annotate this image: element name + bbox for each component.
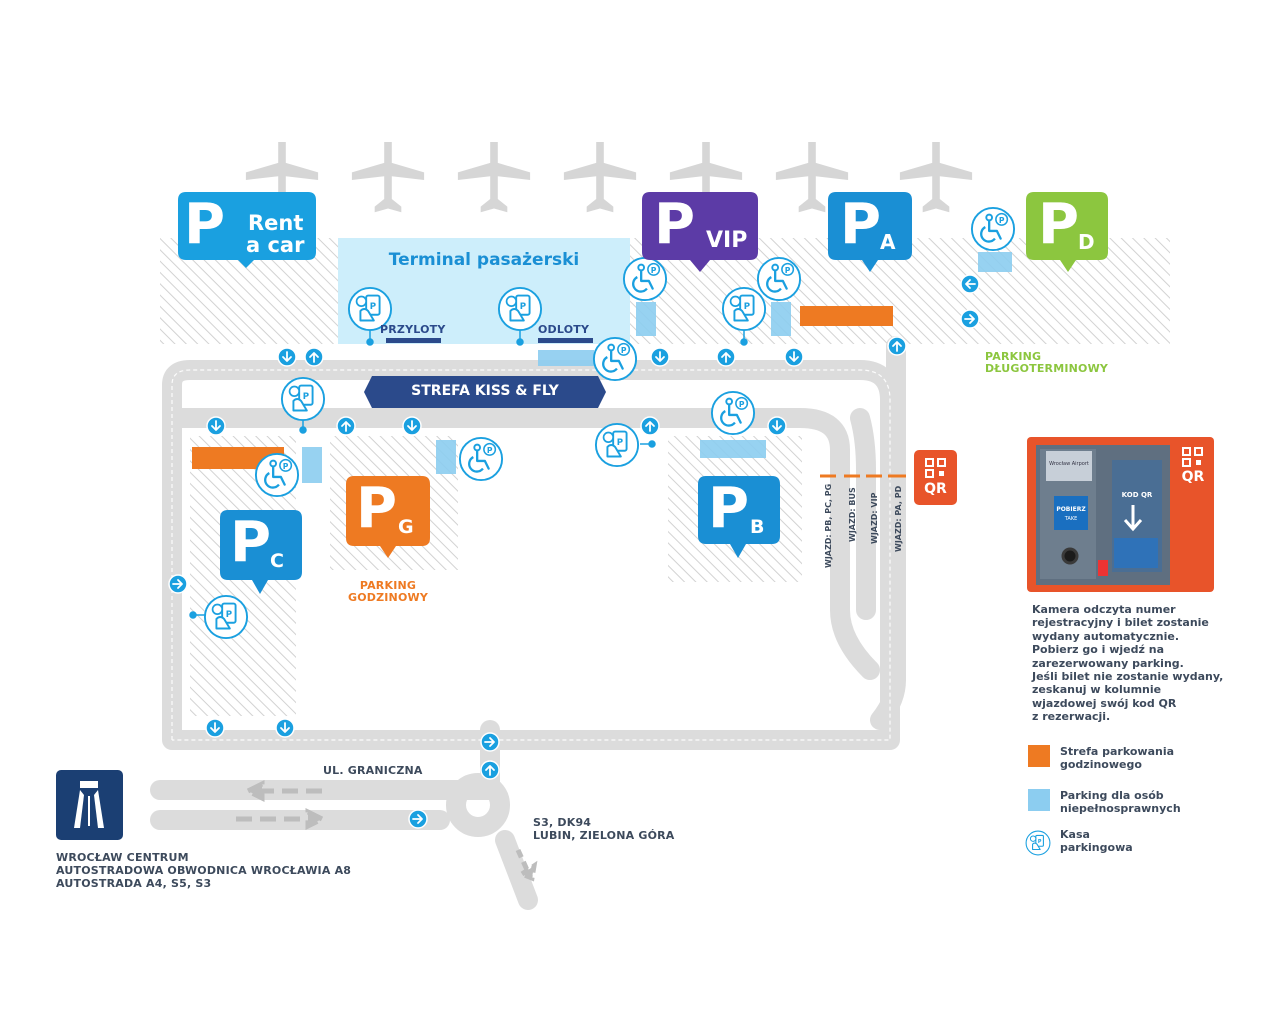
street-label: UL. GRANICZNA [323,764,423,777]
roundabout [446,773,510,837]
rent-line2: a car [246,233,305,257]
parking-vip-sign [642,192,758,272]
c-letter: P [230,510,272,575]
vip-letter: P [654,192,696,257]
entry-label-bus: WJAZD: BUS [848,487,857,542]
legend-blue-1: Parking dla osób [1060,789,1164,802]
b-sub: B [750,516,765,538]
parking-d-sign [1026,192,1108,272]
qr-badge [914,450,957,505]
vip-sub: VIP [706,228,748,253]
parking-long-label-1: PARKING [985,350,1042,363]
road-dashes [171,369,891,741]
legend-orange-2: godzinowego [1060,758,1142,771]
qr-code-icon [1182,447,1203,467]
parking-rent-sign [178,192,316,268]
g-sub: G [398,516,414,538]
entry-label-pa-pd: WJAZD: PA, PD [894,485,903,552]
rent-line1: Rent [248,211,304,235]
departures-label: ODLOTY [538,323,590,336]
lane-arrows [236,779,538,882]
legend-orange-1: Strefa parkowania [1060,745,1175,758]
entry-label-pb-pc-pg: WJAZD: PB, PC, PG [824,483,833,568]
parking-a-sign [828,192,912,272]
qr-panel-label: QR [1181,469,1205,485]
legend-orange-swatch [1028,745,1050,767]
entry-label-vip: WJAZD: VIP [870,492,879,544]
terminal-building [338,238,630,344]
arrivals-label: PRZYLOTY [380,323,446,336]
arrivals-bar [386,338,441,343]
c-sub: C [270,550,284,572]
kiosk-screen-text: Wrocław Airport [1049,461,1089,467]
hour-parking-strip [800,306,893,326]
qr-code-icon [925,458,946,478]
terminal-title: Terminal pasażerski [388,250,580,270]
parking-c-sign [220,510,302,594]
camera-note: Kamera odczyta numer rejestracyjny i bil… [1032,603,1224,724]
arrow-down-icon [1123,505,1143,532]
s3-label-1: S3, DK94 [533,816,592,829]
parking-hour-label-1: PARKING [359,579,417,592]
d-letter: P [1038,192,1080,257]
legend-blue-2: niepełnosprawnych [1060,802,1181,815]
a-letter: P [840,192,882,257]
wroclaw-label-2: AUTOSTRADOWA OBWODNICA WROCŁAWIA A8 [56,864,352,877]
legend-blue-swatch [1028,789,1050,811]
legend-kasa-icon [1025,830,1051,856]
kiosk-qr-label: KOD QR [1121,491,1153,499]
disabled-parking-spots [302,252,1012,483]
legend-kasa-1: Kasa [1060,828,1090,841]
legend-kasa-2: parkingowa [1060,841,1133,854]
b-letter: P [708,476,750,541]
parking-b-sign [698,476,780,558]
s3-label-2: LUBIN, ZIELONA GÓRA [533,829,675,842]
parking-g-sign [346,476,430,558]
wroclaw-label-1: WROCŁAW CENTRUM [56,851,189,864]
kiss-fly-banner [364,376,606,408]
wroclaw-label-3: AUTOSTRADA A4, S5, S3 [56,877,212,890]
parking-hour-label-2: GODZINOWY [347,591,429,604]
a-sub: A [880,230,896,254]
parking-long-label-2: DŁUGOTERMINOWY [985,362,1109,375]
rent-letter: P [184,192,226,257]
qr-badge-label: QR [924,481,947,497]
kiosk-screen [1046,451,1092,481]
g-letter: P [356,476,398,541]
kiosk-camera [1061,547,1079,565]
d-sub: D [1078,230,1095,254]
motorway-icon [74,781,104,828]
ticket-slot [1054,496,1088,530]
kiosk-ticket-label: POBIERZ [1056,506,1086,513]
departures-bar [538,338,593,343]
kiosk-ticket-label-2: TAKE [1064,516,1078,522]
kiss-fly-label: STREFA KISS & FLY [411,383,559,399]
